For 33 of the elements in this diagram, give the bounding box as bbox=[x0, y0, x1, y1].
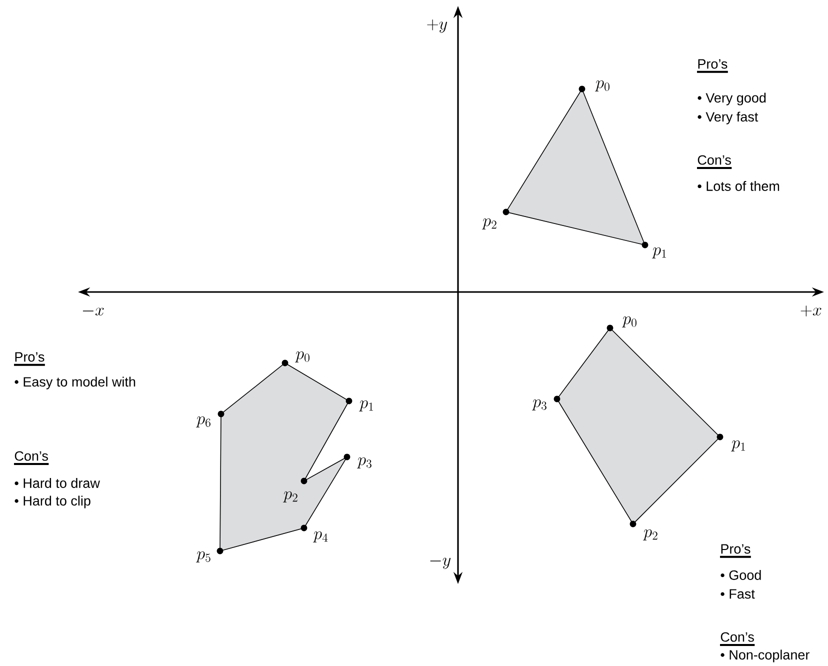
vertex-label: $p_1$ bbox=[731, 440, 745, 452]
heading: Pro’s bbox=[697, 59, 728, 73]
vertex-label: $+x$ bbox=[800, 306, 822, 316]
bullet-item: • Hard to clip bbox=[14, 496, 90, 508]
vertex-label: $p_0$ bbox=[622, 316, 636, 328]
vertex-label: $-x$ bbox=[82, 308, 104, 316]
heading: Con’s bbox=[720, 632, 755, 646]
bullet-item: • Easy to model with bbox=[14, 376, 136, 390]
heading: Pro’s bbox=[14, 352, 45, 366]
heading: Pro’s bbox=[720, 544, 751, 558]
vertex-label: $p_5$ bbox=[196, 551, 210, 562]
bullet-item: • Good bbox=[720, 570, 761, 580]
vertex-label: $p_1$ bbox=[359, 400, 373, 412]
vertex-label: $p_3$ bbox=[532, 399, 546, 410]
bullet-item: • Non-coplaner bbox=[720, 650, 810, 662]
vertex-label: $p_2$ bbox=[643, 529, 658, 540]
vertex-label: $p_6$ bbox=[196, 416, 210, 428]
bullet-item: • Very good bbox=[698, 92, 766, 106]
bullet-item: • Lots of them bbox=[698, 181, 780, 191]
vertex-label: $+y$ bbox=[427, 19, 448, 33]
vertex-label: $p_4$ bbox=[313, 531, 328, 542]
vertex-label: $p_1$ bbox=[652, 247, 666, 258]
vertex-label: $-y$ bbox=[430, 558, 451, 569]
vertex-label: $p_3$ bbox=[357, 457, 372, 468]
heading: Con’s bbox=[697, 155, 732, 169]
bullet-item: • Fast bbox=[720, 589, 755, 599]
vertex-label: $p_0$ bbox=[295, 351, 310, 362]
bullet-item: • Hard to draw bbox=[14, 478, 100, 488]
bullet-item: • Very fast bbox=[698, 112, 758, 124]
vertex-label: $p_0$ bbox=[595, 80, 610, 92]
vertex-label: $p_2$ bbox=[283, 491, 298, 502]
heading: Con’s bbox=[14, 451, 49, 465]
vertex-label: $p_2$ bbox=[482, 218, 496, 230]
